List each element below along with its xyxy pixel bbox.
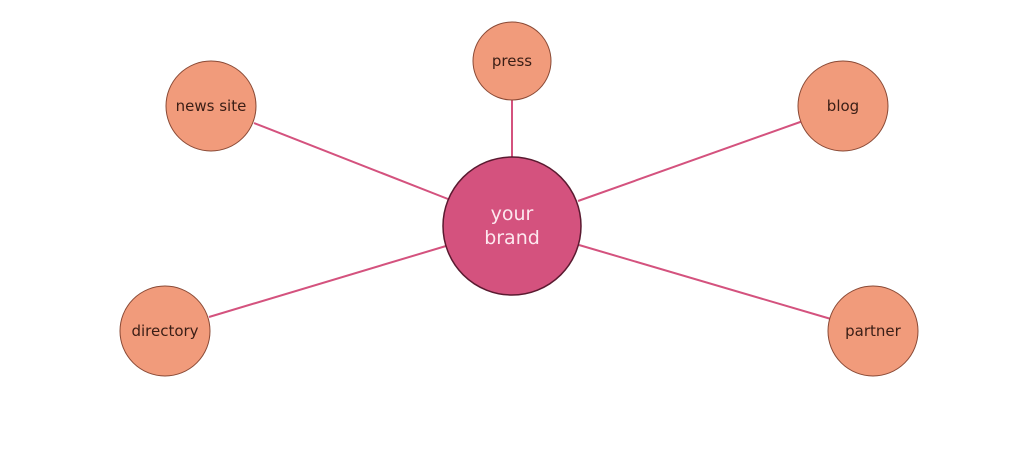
hub-circle bbox=[442, 156, 582, 296]
node-blog-label: blog bbox=[827, 97, 859, 115]
node-news-site-label: news site bbox=[176, 97, 247, 115]
link-directory bbox=[208, 245, 447, 318]
node-partner-label: partner bbox=[845, 322, 901, 340]
node-press[interactable]: press bbox=[472, 21, 552, 101]
node-news-site-circle bbox=[165, 60, 257, 152]
link-blog bbox=[577, 120, 804, 202]
node-press-label: press bbox=[492, 52, 532, 70]
node-partner-circle bbox=[827, 285, 919, 377]
hub-node[interactable]: your brand bbox=[442, 156, 582, 296]
node-partner[interactable]: partner bbox=[827, 285, 919, 377]
links-group bbox=[208, 100, 832, 320]
node-blog-circle bbox=[797, 60, 889, 152]
nodes-group: press news site blog directory partner bbox=[119, 21, 919, 377]
node-directory[interactable]: directory bbox=[119, 285, 211, 377]
hub-label-line1: your bbox=[491, 203, 534, 225]
link-partner bbox=[578, 244, 832, 320]
hub-label-line2: brand bbox=[484, 227, 540, 249]
node-news-site[interactable]: news site bbox=[165, 60, 257, 152]
node-directory-label: directory bbox=[131, 322, 198, 340]
node-directory-circle bbox=[119, 285, 211, 377]
node-press-circle bbox=[472, 21, 552, 101]
node-blog[interactable]: blog bbox=[797, 60, 889, 152]
link-news-site bbox=[253, 122, 449, 200]
